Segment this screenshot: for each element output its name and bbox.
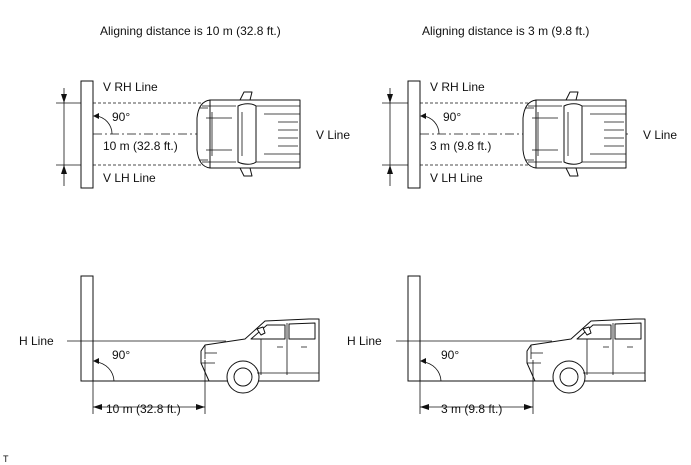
right-side-view: H Line 90° 3 m (9.8 ft.) [347, 275, 646, 416]
left-side-view: H Line 90° 10 m (32.8 ft.) [19, 275, 320, 416]
car-side-view [200, 318, 320, 394]
screen-wall [80, 80, 94, 189]
left-top-view: V RH Line 90° 10 m (32.8 ft.) V LH Line … [56, 80, 350, 189]
car-top-view [522, 91, 627, 177]
car-side-view [526, 318, 646, 394]
screen-wall [80, 275, 94, 382]
angle-label: 90° [112, 348, 130, 362]
v-line-label: V Line [643, 128, 677, 142]
v-lh-line-label: V LH Line [103, 171, 156, 185]
corner-mark: T [3, 454, 9, 464]
v-line-label: V Line [316, 128, 350, 142]
angle-label: 90° [443, 110, 461, 124]
distance-label: 10 m (32.8 ft.) [103, 139, 178, 153]
right-column: Aligning distance is 3 m (9.8 ft.) V RH … [347, 24, 677, 416]
screen-wall [407, 80, 421, 189]
distance-label: 3 m (9.8 ft.) [441, 402, 502, 416]
car-top-view [196, 91, 301, 177]
h-line-label: H Line [347, 334, 382, 348]
right-top-view: V RH Line 90° 3 m (9.8 ft.) V LH Line V … [382, 80, 677, 189]
angle-label: 90° [112, 110, 130, 124]
distance-label: 3 m (9.8 ft.) [430, 139, 491, 153]
right-heading: Aligning distance is 3 m (9.8 ft.) [422, 24, 589, 38]
screen-wall [407, 275, 421, 382]
h-line-label: H Line [19, 334, 54, 348]
v-lh-line-label: V LH Line [430, 171, 483, 185]
left-column: Aligning distance is 10 m (32.8 ft.) V R… [19, 24, 350, 416]
distance-label: 10 m (32.8 ft.) [106, 402, 181, 416]
v-rh-line-label: V RH Line [103, 80, 158, 94]
angle-label: 90° [441, 348, 459, 362]
v-rh-line-label: V RH Line [430, 80, 485, 94]
left-heading: Aligning distance is 10 m (32.8 ft.) [100, 24, 281, 38]
